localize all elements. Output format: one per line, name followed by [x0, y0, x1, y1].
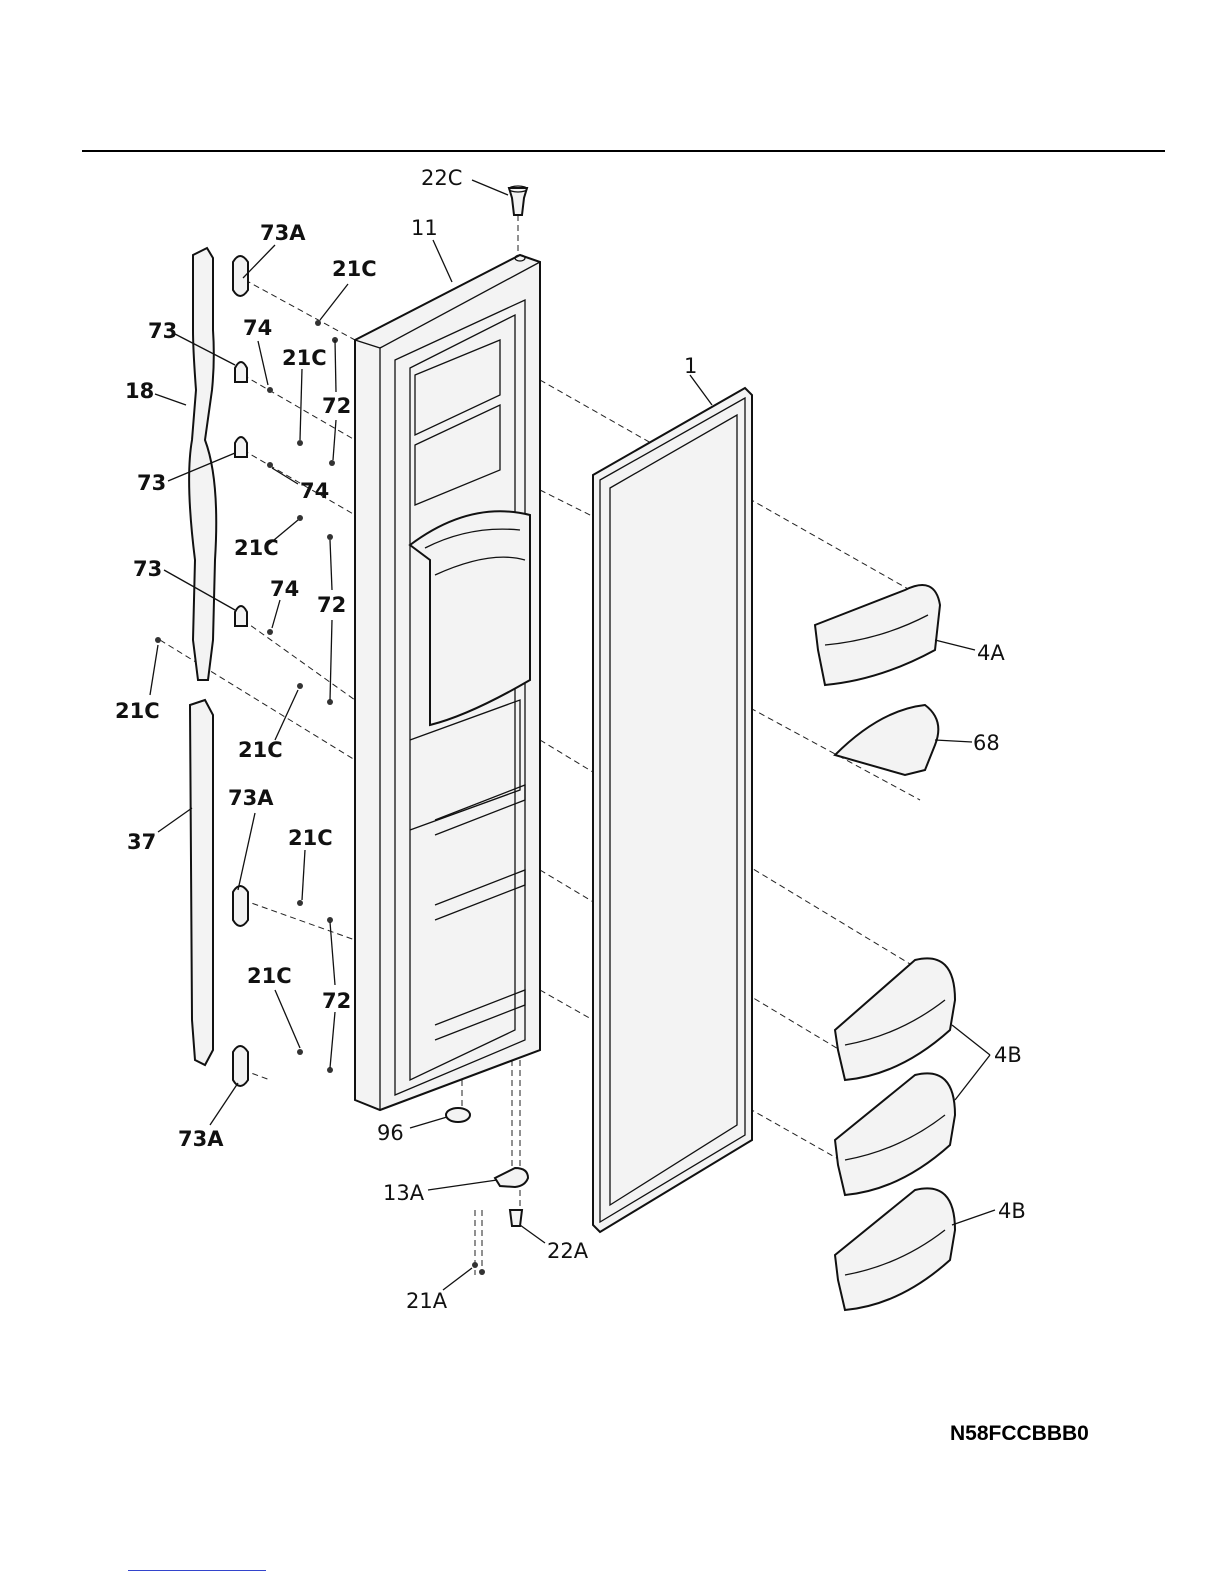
- footer-link-underline[interactable]: [128, 1570, 266, 1571]
- label-72-1: 72: [322, 394, 351, 418]
- label-21C-3: 21C: [234, 536, 279, 560]
- label-21C-2: 21C: [282, 346, 327, 370]
- label-73A-bot: 73A: [178, 1127, 224, 1151]
- label-4A: 4A: [977, 641, 1005, 665]
- label-22A: 22A: [547, 1239, 589, 1263]
- label-4B-1: 4B: [994, 1043, 1022, 1067]
- hinge-cap: [509, 186, 527, 215]
- label-68: 68: [973, 731, 1000, 755]
- plug: [446, 1108, 470, 1122]
- label-73-3: 73: [133, 557, 162, 581]
- label-21C-4: 21C: [115, 699, 160, 723]
- label-22C: 22C: [421, 166, 462, 190]
- label-21C-5: 21C: [238, 738, 283, 762]
- label-21C-7: 21C: [247, 964, 292, 988]
- label-37: 37: [127, 830, 156, 854]
- label-72-2: 72: [317, 593, 346, 617]
- door-bins: [815, 585, 955, 1310]
- funnel: [835, 705, 938, 775]
- handle-upper: [189, 248, 216, 680]
- handle-lower: [190, 700, 213, 1065]
- label-74-3: 74: [270, 577, 299, 601]
- hinge-pin: [510, 1210, 522, 1226]
- label-73A-top: 73A: [260, 221, 306, 245]
- label-73-2: 73: [137, 471, 166, 495]
- label-73A-mid: 73A: [228, 786, 274, 810]
- door-gasket: [593, 388, 752, 1232]
- label-73-1: 73: [148, 319, 177, 343]
- clips: [233, 256, 248, 1086]
- label-18: 18: [125, 379, 154, 403]
- label-72-3: 72: [322, 989, 351, 1013]
- hinge-bracket: [495, 1168, 528, 1187]
- label-4B-2: 4B: [998, 1199, 1026, 1223]
- label-21A: 21A: [406, 1289, 448, 1313]
- label-74-2: 74: [300, 479, 329, 503]
- label-11: 11: [411, 216, 438, 240]
- label-21C-1: 21C: [332, 257, 377, 281]
- label-96: 96: [377, 1121, 404, 1145]
- door-panel: [355, 255, 540, 1110]
- label-1: 1: [684, 354, 697, 378]
- model-code: N58FCCBBB0: [950, 1422, 1089, 1446]
- label-21C-6: 21C: [288, 826, 333, 850]
- label-13A: 13A: [383, 1181, 425, 1205]
- label-74-1: 74: [243, 316, 272, 340]
